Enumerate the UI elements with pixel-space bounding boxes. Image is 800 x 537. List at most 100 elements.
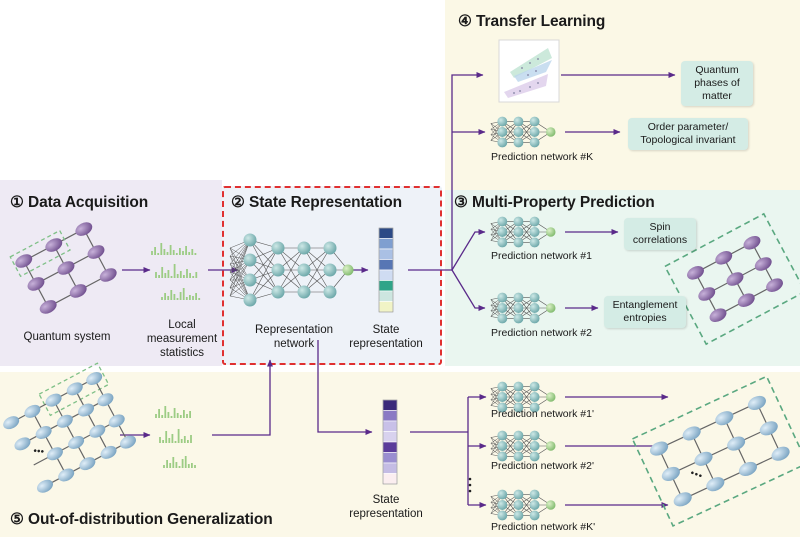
network-node xyxy=(529,127,540,137)
network-node xyxy=(513,116,524,127)
lattice-node xyxy=(738,461,757,476)
network-edge xyxy=(249,239,279,271)
lattice-node xyxy=(97,393,114,407)
lattice-node xyxy=(24,404,41,418)
label-prediction-network-kp: Prediction network #K' xyxy=(491,521,596,533)
lattice-node xyxy=(706,477,725,492)
network-node xyxy=(243,273,257,287)
title-multi-property: ③ Multi-Property Prediction xyxy=(454,194,655,211)
network-node xyxy=(529,510,540,521)
label-prediction-network-1: Prediction network #1 xyxy=(491,250,592,262)
state-vector-cell xyxy=(382,452,398,464)
label-state-representation-1: State representation xyxy=(349,324,423,350)
network-node xyxy=(497,430,508,441)
state-vector-border xyxy=(382,399,398,485)
network-edge xyxy=(249,259,279,293)
network-node xyxy=(529,381,540,392)
label-prediction-network-2: Prediction network #2 xyxy=(491,327,592,339)
network-edge xyxy=(249,247,279,281)
network-edge xyxy=(229,259,251,297)
network-output-node xyxy=(342,264,354,276)
network-node xyxy=(513,510,524,521)
network-node xyxy=(497,237,508,248)
lattice-node xyxy=(56,414,73,428)
network-node xyxy=(529,500,540,510)
lattice-node xyxy=(79,457,96,471)
prediction-network-graph xyxy=(490,116,556,148)
network-node xyxy=(529,116,540,127)
network-output-node xyxy=(546,441,556,451)
prediction-network-graph xyxy=(490,292,556,324)
network-node xyxy=(243,253,257,267)
network-edge xyxy=(249,247,279,301)
state-vector-cell xyxy=(382,462,398,474)
network-edge xyxy=(303,247,331,293)
quantum-system-lattice xyxy=(9,222,117,314)
title-transfer-learning: ④ Transfer Learning xyxy=(458,13,606,30)
network-node xyxy=(271,241,285,255)
state-representation-panel xyxy=(222,186,442,365)
label-representation-network: Representation network xyxy=(255,324,333,350)
state-vector-cell xyxy=(382,410,398,422)
state-vector-cell xyxy=(382,441,398,453)
network-node xyxy=(497,441,508,451)
lattice-node xyxy=(673,492,692,507)
network-node xyxy=(323,241,337,255)
property-entanglement: Entanglement entropies xyxy=(604,296,686,328)
label-local-measurement: Local measurement statistics xyxy=(146,319,218,359)
state-representation-bar-2 xyxy=(382,399,398,485)
network-node xyxy=(529,216,540,227)
network-node xyxy=(513,137,524,148)
network-node xyxy=(513,489,524,500)
network-edge xyxy=(277,247,305,293)
state-vector-cell xyxy=(382,473,398,485)
network-node xyxy=(497,510,508,521)
network-node xyxy=(513,402,524,413)
ood-output-lattice xyxy=(631,375,800,527)
network-node xyxy=(297,241,311,255)
network-node xyxy=(513,227,524,237)
measurement-histogram-2 xyxy=(155,406,196,468)
network-node xyxy=(497,381,508,392)
arrows xyxy=(120,72,676,508)
title-data-acquisition: ① Data Acquisition xyxy=(10,194,149,211)
network-edge xyxy=(249,239,279,293)
network-output-node xyxy=(546,303,556,313)
label-state-representation-2: State representation xyxy=(349,494,423,520)
network-edge xyxy=(229,239,251,281)
network-node xyxy=(497,292,508,303)
lattice-node xyxy=(35,426,52,440)
network-node xyxy=(529,402,540,413)
network-node xyxy=(513,237,524,248)
network-node xyxy=(529,237,540,248)
network-node xyxy=(497,303,508,313)
network-node xyxy=(497,402,508,413)
lattice-node xyxy=(14,437,31,451)
network-node xyxy=(529,292,540,303)
lattice-node xyxy=(727,436,746,451)
lattice-node xyxy=(3,416,20,430)
state-vector-cell xyxy=(378,280,394,292)
label-prediction-network-2p: Prediction network #2' xyxy=(491,460,594,472)
state-vector-border xyxy=(378,227,394,313)
prediction-network-graph xyxy=(490,430,556,462)
network-output-node xyxy=(546,392,556,402)
network-edge xyxy=(249,269,279,301)
network-node xyxy=(513,313,524,324)
network-edge xyxy=(229,239,251,297)
network-output-node xyxy=(546,227,556,237)
network-node xyxy=(243,293,257,307)
network-node xyxy=(513,292,524,303)
property-spin-correlations: Spin correlations xyxy=(624,218,696,250)
state-vector-cell xyxy=(378,238,394,250)
network-node xyxy=(513,303,524,313)
property-quantum-phases: Quantum phases of matter xyxy=(681,61,753,106)
lattice-node xyxy=(759,421,778,436)
network-node xyxy=(497,116,508,127)
lattice-node xyxy=(86,372,103,385)
network-node xyxy=(497,500,508,510)
state-vector-cell xyxy=(378,259,394,271)
lattice-node xyxy=(715,411,734,426)
